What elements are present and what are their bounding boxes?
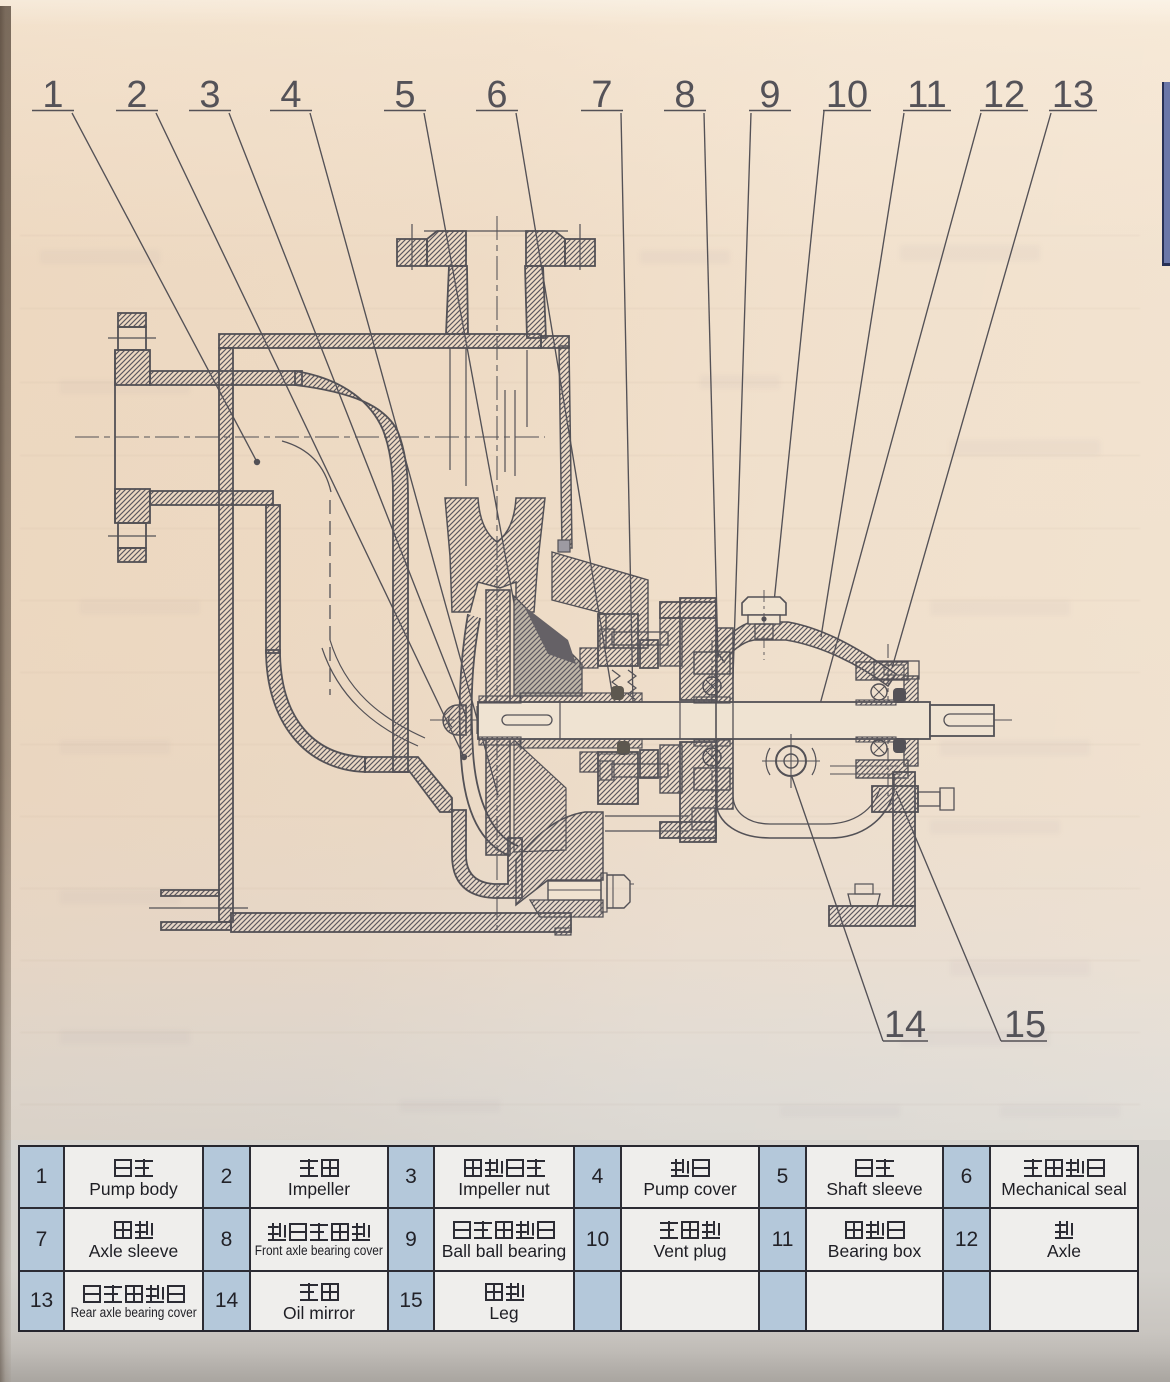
svg-text:3: 3: [199, 74, 220, 116]
svg-text:15: 15: [1004, 1004, 1046, 1046]
svg-text:10: 10: [826, 74, 868, 116]
svg-text:12: 12: [983, 74, 1025, 116]
svg-text:9: 9: [759, 74, 780, 116]
svg-text:2: 2: [126, 74, 147, 116]
svg-text:4: 4: [280, 74, 301, 116]
svg-text:11: 11: [907, 74, 946, 116]
svg-text:13: 13: [1052, 74, 1094, 116]
svg-text:5: 5: [394, 74, 415, 116]
svg-text:14: 14: [884, 1004, 926, 1046]
svg-text:6: 6: [486, 74, 507, 116]
svg-text:7: 7: [591, 74, 612, 116]
svg-text:8: 8: [674, 74, 695, 116]
svg-text:1: 1: [42, 74, 63, 116]
